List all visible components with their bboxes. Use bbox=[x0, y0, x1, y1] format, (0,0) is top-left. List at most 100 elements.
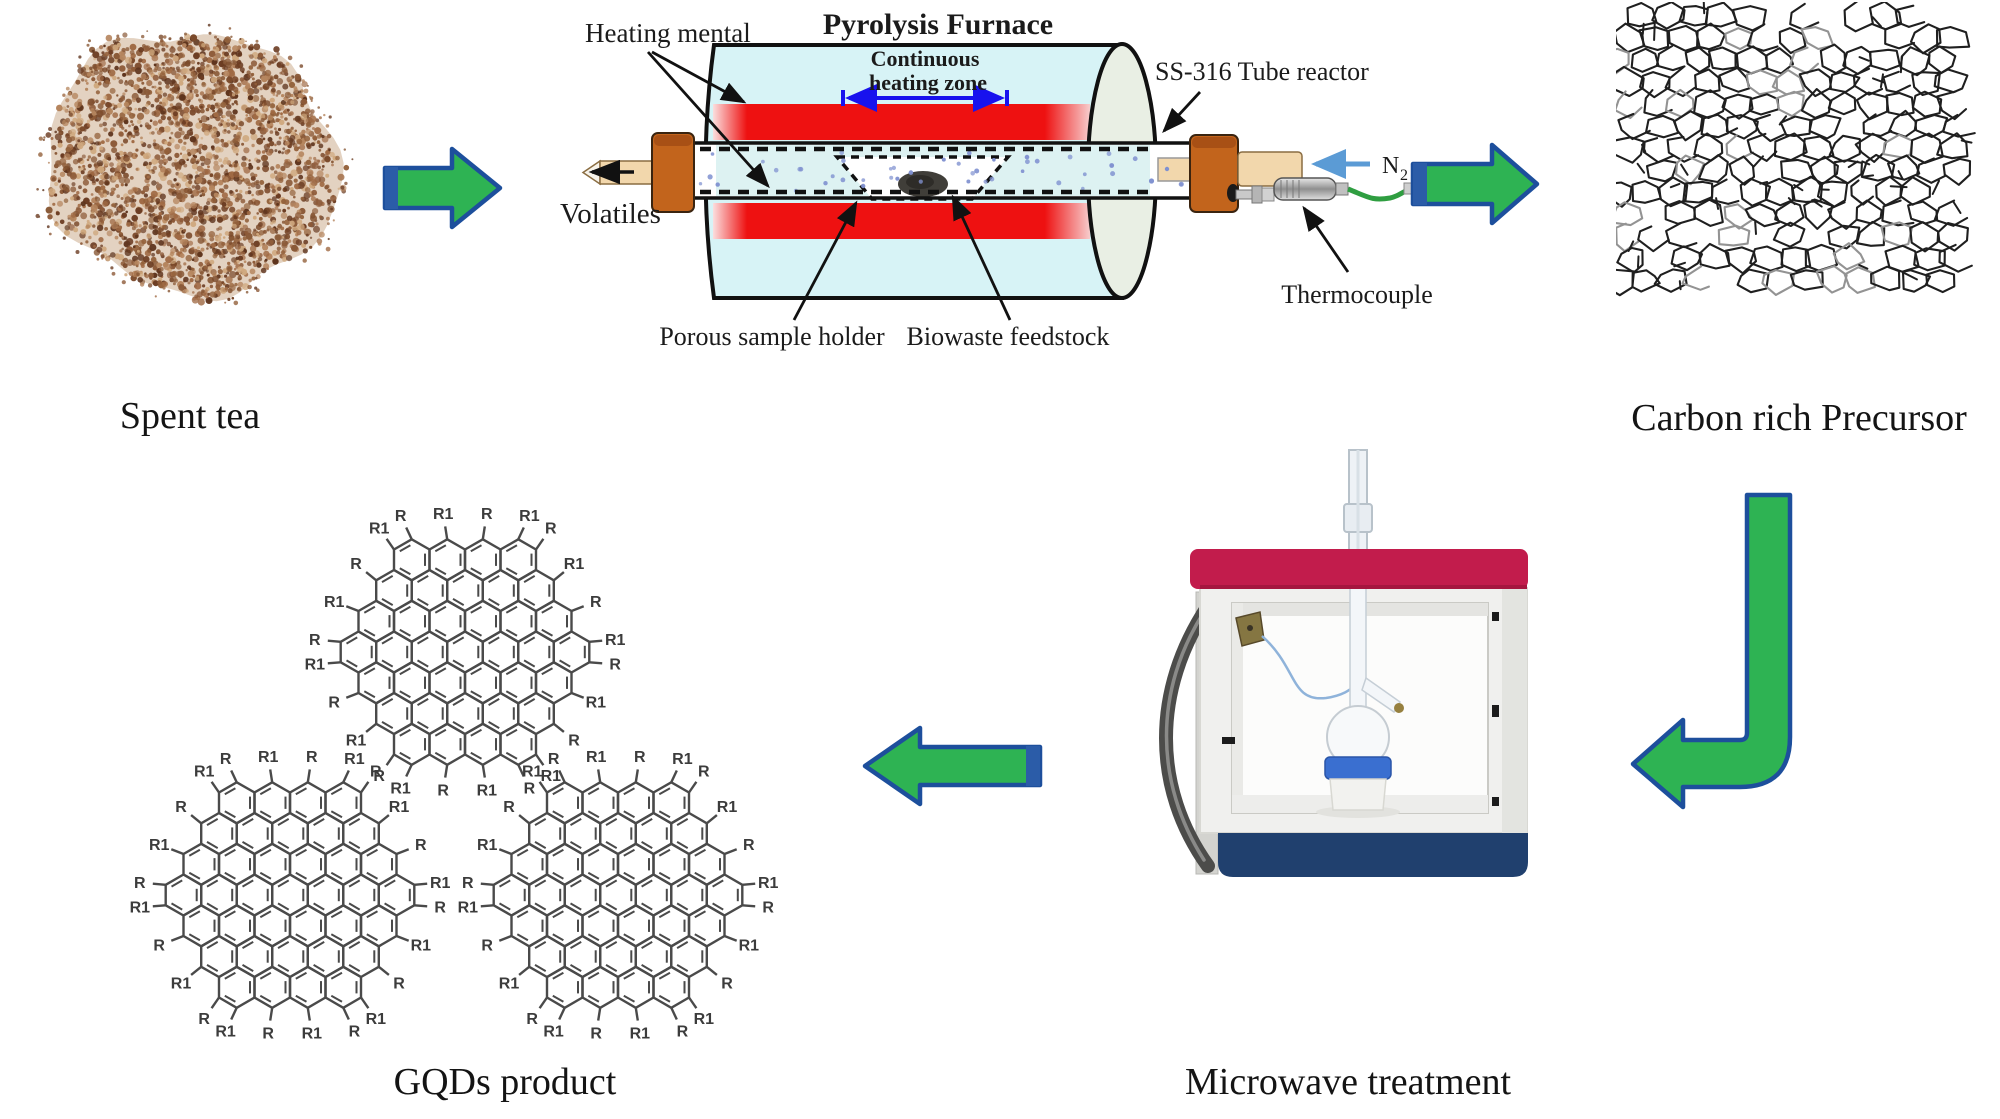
gqd-substituent-label: R bbox=[481, 938, 493, 955]
gqd-substituent-label: R1 bbox=[305, 657, 326, 674]
carbon-mesh bbox=[1616, 2, 1976, 297]
n2-label: N bbox=[1382, 153, 1399, 179]
gqd-substituent-label: R1 bbox=[586, 695, 607, 712]
gqd-substituent-label: R bbox=[175, 799, 187, 816]
flask-neck bbox=[1349, 587, 1367, 714]
gqd-substituent-label: R1 bbox=[215, 1024, 236, 1041]
gqd-substituent-label: R bbox=[568, 732, 580, 749]
gqd-substituent-label: R1 bbox=[519, 508, 540, 525]
thermocouple-label: Thermocouple bbox=[1281, 280, 1433, 309]
tube-reactor-label: SS-316 Tube reactor bbox=[1155, 57, 1369, 86]
reaction-flask bbox=[1316, 587, 1404, 818]
heating-band-top bbox=[713, 104, 1090, 140]
gqd-substituent-label: R1 bbox=[411, 938, 432, 955]
gqd-substituent-label: R1 bbox=[390, 781, 411, 798]
gqd-substituent-label: R bbox=[526, 1011, 538, 1028]
gqd-substituent-label: R1 bbox=[477, 837, 498, 854]
gqd-substituent-label: R bbox=[370, 763, 382, 780]
left-flange-shade bbox=[654, 135, 692, 146]
flask-cap bbox=[1324, 756, 1392, 780]
gqd-substituent-label: R1 bbox=[130, 900, 151, 917]
oven-top-panel bbox=[1190, 549, 1528, 589]
gqd-substituent-label: R bbox=[350, 556, 362, 573]
gqd-substituent-label: R1 bbox=[499, 975, 520, 992]
pointer-sample-holder bbox=[792, 200, 858, 321]
gqd-substituent-label: R bbox=[395, 508, 407, 525]
carbon-precursor-structure bbox=[1616, 2, 1976, 297]
gqd-substituent-label: R bbox=[393, 975, 405, 992]
flask-stand bbox=[1329, 778, 1387, 811]
tc-taper bbox=[1335, 182, 1349, 196]
gqd-substituent-label: R1 bbox=[458, 900, 479, 917]
gqd-substituent-label: R bbox=[306, 749, 318, 766]
gqd-substituent-label: R1 bbox=[630, 1026, 651, 1043]
pointer-heating-top bbox=[651, 50, 747, 104]
gqd-substituent-label: R1 bbox=[302, 1026, 323, 1043]
gqd-substituent-label: R bbox=[349, 1024, 361, 1041]
tc-body bbox=[1273, 177, 1337, 201]
gqd-substituent-label: R1 bbox=[694, 1011, 715, 1028]
gqd-substituent-label: R bbox=[698, 763, 710, 780]
flask-side-arm bbox=[1361, 676, 1402, 714]
latch-mark bbox=[1492, 797, 1499, 806]
thermocouple-probe bbox=[1235, 177, 1449, 204]
gas-inlet bbox=[1157, 134, 1303, 213]
gqd-substituent-label: R1 bbox=[194, 763, 215, 780]
gqd-substituent-label: R bbox=[134, 875, 146, 892]
stage-label-spent-tea: Spent tea bbox=[119, 395, 261, 437]
gqd-substituent-label: R bbox=[677, 1024, 689, 1041]
gqd-substituent-label: R1 bbox=[369, 520, 390, 537]
gqd-substituent-label: R1 bbox=[324, 594, 345, 611]
tc-fitting1 bbox=[1251, 185, 1263, 204]
latch-mark bbox=[1492, 612, 1499, 621]
gqd-substituent-label: R1 bbox=[258, 749, 279, 766]
gqd-substituent-label: R1 bbox=[543, 1024, 564, 1041]
gqd-substituent-label: R1 bbox=[389, 799, 410, 816]
latch-mark bbox=[1222, 737, 1235, 744]
gqd-substituent-label: R bbox=[590, 1026, 602, 1043]
gqd-substituent-label: R bbox=[609, 657, 621, 674]
gqd-substituent-label: R1 bbox=[586, 749, 607, 766]
pointer-feedstock bbox=[951, 194, 1012, 321]
gqd-substituent-label: R bbox=[503, 799, 515, 816]
gqd-substituent-label: R bbox=[328, 695, 340, 712]
gqd-substituent-label: R1 bbox=[522, 763, 543, 780]
oven-bottom-panel bbox=[1218, 833, 1528, 877]
gqd-substituent-label: R bbox=[153, 938, 165, 955]
gqd-substituent-label: R bbox=[590, 594, 602, 611]
gqd-substituent-label: R bbox=[309, 632, 321, 649]
oven-top-panel-shade bbox=[1200, 585, 1527, 589]
gqd-substituent-label: R1 bbox=[346, 732, 367, 749]
stage-label-carbon-precursor: Carbon rich Precursor bbox=[1631, 397, 1967, 439]
pyrolysis-furnace-diagram: N 2 Pyrolysis Furnace Heating mental Con… bbox=[560, 8, 1449, 351]
volatiles-label: Volatiles bbox=[560, 198, 661, 230]
cavity-shadow-left bbox=[1232, 603, 1243, 813]
heating-mantle-label: Heating mental bbox=[585, 18, 751, 48]
stage-label-microwave: Microwave treatment bbox=[1184, 1061, 1512, 1103]
gqd-substituent-label: R bbox=[373, 768, 385, 785]
oven-body-right-face bbox=[1502, 588, 1527, 833]
side-arm-tip bbox=[1394, 703, 1404, 713]
right-flange-shade bbox=[1192, 137, 1236, 148]
gqd-substituent-label: R1 bbox=[605, 632, 626, 649]
gqd-substituent-label: R1 bbox=[739, 938, 760, 955]
stage-label-gqds: GQDs product bbox=[393, 1061, 617, 1103]
feedstock-label: Biowaste feedstock bbox=[907, 322, 1110, 351]
gqd-substituent-label: R bbox=[762, 900, 774, 917]
microwave-reactor-photo bbox=[1159, 449, 1528, 877]
gqd-substituent-label: R bbox=[415, 837, 427, 854]
gqd-substituent-label: R bbox=[524, 781, 536, 798]
gqd-substituent-label: R1 bbox=[433, 506, 454, 523]
gqd-substituent-label: R1 bbox=[171, 975, 192, 992]
gqd-substituent-label: R bbox=[545, 520, 557, 537]
gqd-substituent-label: R bbox=[548, 751, 560, 768]
heating-band-bottom bbox=[713, 203, 1090, 239]
gqd-substituent-label: R bbox=[634, 749, 646, 766]
spent-tea-powder-image bbox=[35, 23, 354, 306]
n2-subscript: 2 bbox=[1400, 167, 1408, 184]
volatiles-outlet bbox=[581, 132, 695, 213]
